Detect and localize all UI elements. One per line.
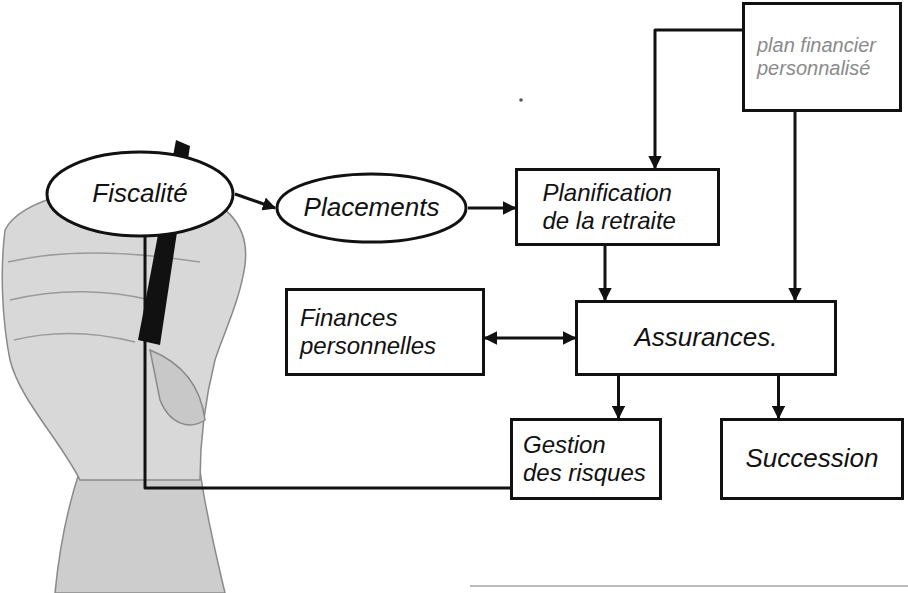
node-label: Fiscalité <box>92 179 187 209</box>
connector <box>617 376 620 418</box>
topic-box: Succession <box>720 418 904 500</box>
connector <box>604 246 607 300</box>
text-block: Planification de la retraite <box>543 179 693 234</box>
text-block: Gestion des risques <box>523 431 649 486</box>
connector <box>485 337 575 340</box>
connector <box>794 112 797 300</box>
text-block: Assurances. <box>634 323 777 353</box>
node-label: Planification de la retraite <box>543 179 693 234</box>
finger-line <box>10 292 150 300</box>
topic-ellipse: Placements <box>275 172 468 244</box>
connector <box>468 207 515 210</box>
node-label: Finances personnelles <box>300 304 470 359</box>
text-block: Finances personnelles <box>300 304 470 359</box>
topic-box: Planification de la retraite <box>515 168 720 246</box>
text-block: Fiscalité <box>92 179 187 209</box>
ellipse-outline <box>47 152 233 236</box>
plan-box: plan financier personnalisé <box>742 2 902 112</box>
connector <box>655 30 742 168</box>
ellipse-outline <box>277 174 466 242</box>
topic-box: Assurances. <box>575 300 837 376</box>
node-label: Gestion des risques <box>523 431 649 486</box>
topic-box: Gestion des risques <box>510 418 662 500</box>
connector <box>145 236 510 488</box>
node-label: plan financier personnalisé <box>757 34 887 80</box>
text-block: Placements <box>304 193 440 223</box>
node-label: Assurances. <box>634 323 777 353</box>
separator-line <box>470 585 908 587</box>
topic-box: Finances personnelles <box>285 288 485 376</box>
topic-ellipse: Fiscalité <box>45 150 235 238</box>
finger-line <box>14 333 135 342</box>
dot <box>519 98 523 102</box>
text-block: Succession <box>746 444 879 474</box>
node-label: Succession <box>746 444 879 474</box>
connector <box>777 376 780 418</box>
text-block: plan financier personnalisé <box>757 34 887 80</box>
node-label: Placements <box>304 193 440 223</box>
connector <box>235 194 275 208</box>
thumb <box>150 350 205 425</box>
